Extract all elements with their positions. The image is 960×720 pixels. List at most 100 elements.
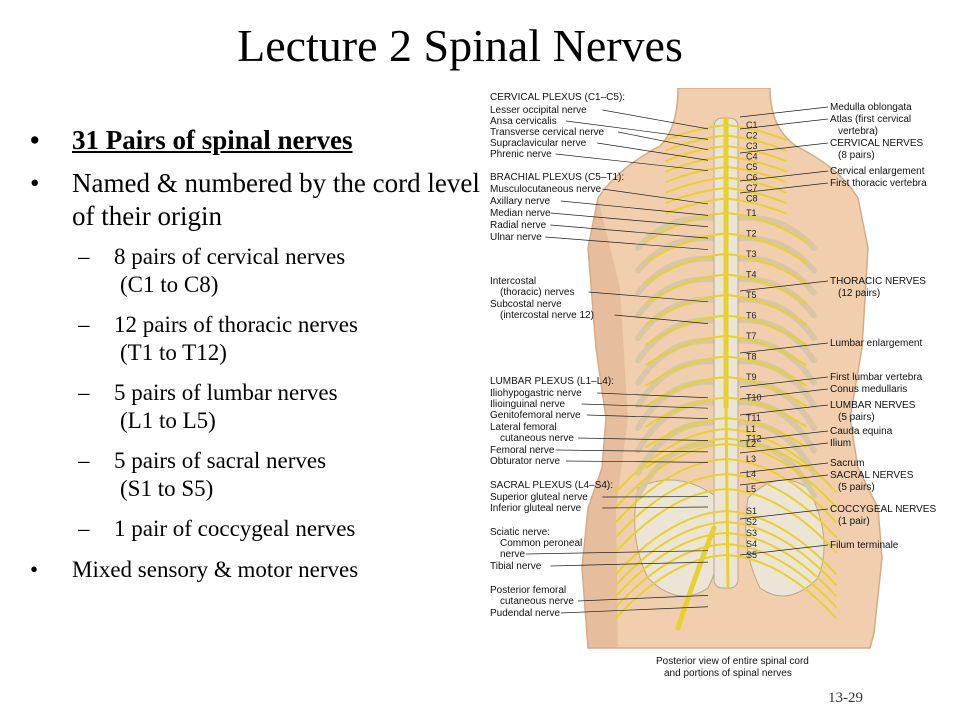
- sub-bullet-item: –5 pairs of lumbar nerves(L1 to L5): [30, 379, 480, 435]
- nerve-branch: [725, 294, 807, 325]
- left-label: Subcostal nerve: [490, 299, 562, 310]
- left-label: Pudendal nerve: [490, 608, 560, 619]
- left-label: nerve: [500, 549, 525, 560]
- vertebra-label: T6: [746, 311, 757, 321]
- bullet-text: Mixed sensory & motor nerves: [72, 557, 359, 582]
- nerve-branch: [645, 335, 727, 366]
- left-label: BRACHIAL PLEXUS (C5–T1):: [490, 172, 624, 183]
- sub-bullet-text: 12 pairs of thoracic nerves: [114, 312, 358, 337]
- vertebra-label: T4: [746, 270, 757, 280]
- vertebra-label: T7: [746, 331, 757, 341]
- sub-bullet-text: 5 pairs of lumbar nerves: [114, 380, 338, 405]
- nerve-branch: [725, 176, 787, 194]
- sub-bullet-item: –5 pairs of sacral nerves(S1 to S5): [30, 447, 480, 503]
- nerve-branch: [645, 355, 727, 387]
- sub-bullet-item: –1 pair of coccygeal nerves: [78, 516, 356, 541]
- nerve-branch: [645, 232, 727, 264]
- left-label: Genitofemoral nerve: [490, 410, 581, 421]
- rib: [635, 296, 719, 341]
- vertebra-label: C1: [746, 120, 758, 130]
- nerve-branch: [725, 197, 787, 215]
- nerve-branch: [615, 428, 727, 493]
- right-label: First thoracic vertebra: [830, 178, 927, 189]
- sub-bullet-text: 8 pairs of cervical nerves: [114, 244, 346, 269]
- sub-bullet-text: 5 pairs of sacral nerves: [114, 448, 327, 473]
- right-label: COCCYGEAL NERVES: [830, 504, 936, 515]
- left-label: Axillary nerve: [490, 196, 550, 207]
- sub-bullet-range: (S1 to S5): [120, 476, 214, 501]
- right-label: LUMBAR NERVES: [830, 400, 916, 411]
- sub-bullet-range: (C1 to C8): [120, 272, 219, 297]
- nerve-branch: [645, 376, 727, 407]
- nerve-branch: [725, 428, 837, 493]
- nerve-branch: [725, 376, 807, 407]
- nerve-branch: [725, 166, 787, 183]
- vertebra-label: T9: [746, 372, 757, 382]
- nerve-branch: [615, 521, 727, 586]
- rib: [635, 276, 719, 319]
- left-label: cutaneous nerve: [500, 596, 574, 607]
- rib: [733, 419, 817, 476]
- right-label: THORACIC NERVES: [830, 276, 926, 287]
- nerve-branch: [725, 443, 837, 508]
- left-labels: CERVICAL PLEXUS (C1–C5):Lesser occipital…: [490, 92, 625, 619]
- nerve-branch: [665, 134, 727, 152]
- right-label: (1 pair): [838, 516, 870, 527]
- nerve-branch: [665, 145, 727, 162]
- left-label: SACRAL PLEXUS (L4–S4):: [490, 480, 613, 491]
- vertebra-label: L3: [746, 454, 756, 464]
- nerve-branch: [615, 488, 727, 553]
- caption-line-1: Posterior view of entire spinal cord: [656, 656, 809, 667]
- right-label: Lumbar enlargement: [830, 338, 922, 349]
- rib: [733, 214, 817, 251]
- leader-lines: [525, 106, 829, 614]
- nerve-branch: [665, 166, 727, 183]
- right-label: SACRAL NERVES: [830, 470, 914, 481]
- right-label: CERVICAL NERVES: [830, 138, 924, 149]
- vertebra-label: T5: [746, 290, 757, 300]
- left-label: Lateral femoral: [490, 422, 557, 433]
- nerve-branch: [725, 253, 807, 284]
- rib: [635, 255, 719, 296]
- vertebra-label: C5: [746, 162, 758, 172]
- left-label: Radial nerve: [490, 220, 547, 231]
- left-label: Lesser occipital nerve: [490, 105, 587, 116]
- nerve-branch: [665, 176, 727, 194]
- nerve-branch: [725, 554, 837, 619]
- vertebra-label: C2: [746, 131, 758, 141]
- vertebra-label: T11: [746, 413, 761, 423]
- right-label: First lumbar vertebra: [830, 372, 923, 383]
- spinal-nerves: [615, 124, 837, 631]
- nerve-branch: [725, 335, 807, 366]
- nerve-branch: [645, 417, 727, 448]
- sub-bullet-item: –8 pairs of cervical nerves(C1 to C8): [30, 243, 480, 299]
- nerve-branch: [645, 273, 727, 305]
- left-label: cutaneous nerve: [500, 433, 574, 444]
- left-label: Common peroneal: [500, 538, 582, 549]
- sub-bullet-range: (T1 to T12): [120, 340, 227, 365]
- rib: [635, 440, 719, 499]
- nerve-branch: [645, 437, 727, 469]
- right-label: Sacrum: [830, 458, 864, 469]
- nerve-branch: [725, 417, 807, 448]
- left-label: Tibial nerve: [490, 561, 542, 572]
- left-label: Musculocutaneous nerve: [490, 184, 602, 195]
- vertebra-labels: C1C2C3C4C5C6C7C8T1T2T3T4T5T6T7T8T9T10T11…: [746, 120, 762, 560]
- nerve-branch: [665, 187, 727, 204]
- nerve-branch: [725, 273, 807, 305]
- nerve-branch: [725, 232, 807, 264]
- left-label: Intercostal: [490, 276, 536, 287]
- left-label: Ulnar nerve: [490, 232, 542, 243]
- left-label: Ansa cervicalis: [490, 116, 557, 127]
- cauda-equina: [724, 407, 730, 589]
- bullet-list: •31 Pairs of spinal nerves •Named & numb…: [30, 124, 480, 595]
- left-label: Obturator nerve: [490, 456, 560, 467]
- nerve-branch: [645, 253, 727, 284]
- right-label: Ilium: [830, 438, 851, 449]
- vertebra-label: T12: [746, 434, 762, 444]
- nerve-branch: [725, 396, 807, 428]
- right-label: (8 pairs): [838, 150, 875, 161]
- vertebra-label: S5: [746, 550, 757, 560]
